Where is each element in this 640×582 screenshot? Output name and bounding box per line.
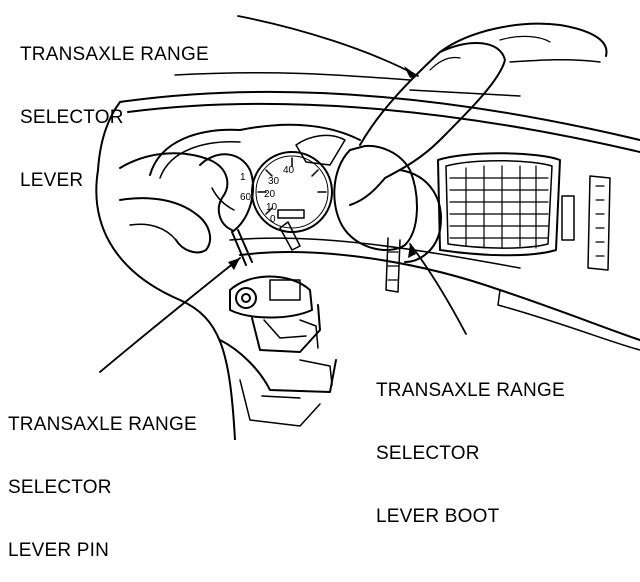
label-line: TRANSAXLE RANGE <box>8 414 197 435</box>
label-transaxle-range-selector-lever-boot: TRANSAXLE RANGE SELECTOR LEVER BOOT <box>376 338 565 548</box>
label-line: SELECTOR <box>20 107 124 128</box>
steering-column-assembly <box>219 275 337 427</box>
hand-left <box>119 152 235 254</box>
gauge-tick-30: 30 <box>268 176 280 187</box>
service-illustration: 40 30 20 10 0 1 60 <box>95 15 640 440</box>
gauge-tick-0: 0 <box>270 214 276 225</box>
selector-lever <box>349 22 608 206</box>
label-line: TRANSAXLE RANGE <box>376 380 565 401</box>
label-line: LEVER <box>20 170 84 191</box>
leader-pin <box>99 257 241 373</box>
leader-lines <box>99 15 467 373</box>
label-line: SELECTOR <box>376 443 480 464</box>
lever-boot <box>295 134 418 293</box>
leader-lever <box>237 15 419 77</box>
gauge-small-60: 60 <box>240 192 252 203</box>
label-line: TRANSAXLE RANGE <box>20 44 209 65</box>
lever-pin <box>231 221 301 266</box>
label-line: LEVER BOOT <box>376 506 500 527</box>
leader-boot <box>409 243 467 335</box>
air-vent <box>437 152 611 271</box>
gauge-small-1: 1 <box>240 172 246 183</box>
label-line: SELECTOR <box>8 477 112 498</box>
gauge-tick-40: 40 <box>283 165 295 176</box>
dashboard-outline <box>95 71 640 440</box>
gauge-tick-10: 10 <box>266 202 278 213</box>
label-line: LEVER PIN <box>8 540 110 561</box>
gauge-tick-20: 20 <box>264 189 276 200</box>
label-transaxle-range-selector-lever-pin: TRANSAXLE RANGE SELECTOR LEVER PIN <box>8 372 197 582</box>
label-transaxle-range-selector-lever: TRANSAXLE RANGE SELECTOR LEVER <box>20 2 209 212</box>
